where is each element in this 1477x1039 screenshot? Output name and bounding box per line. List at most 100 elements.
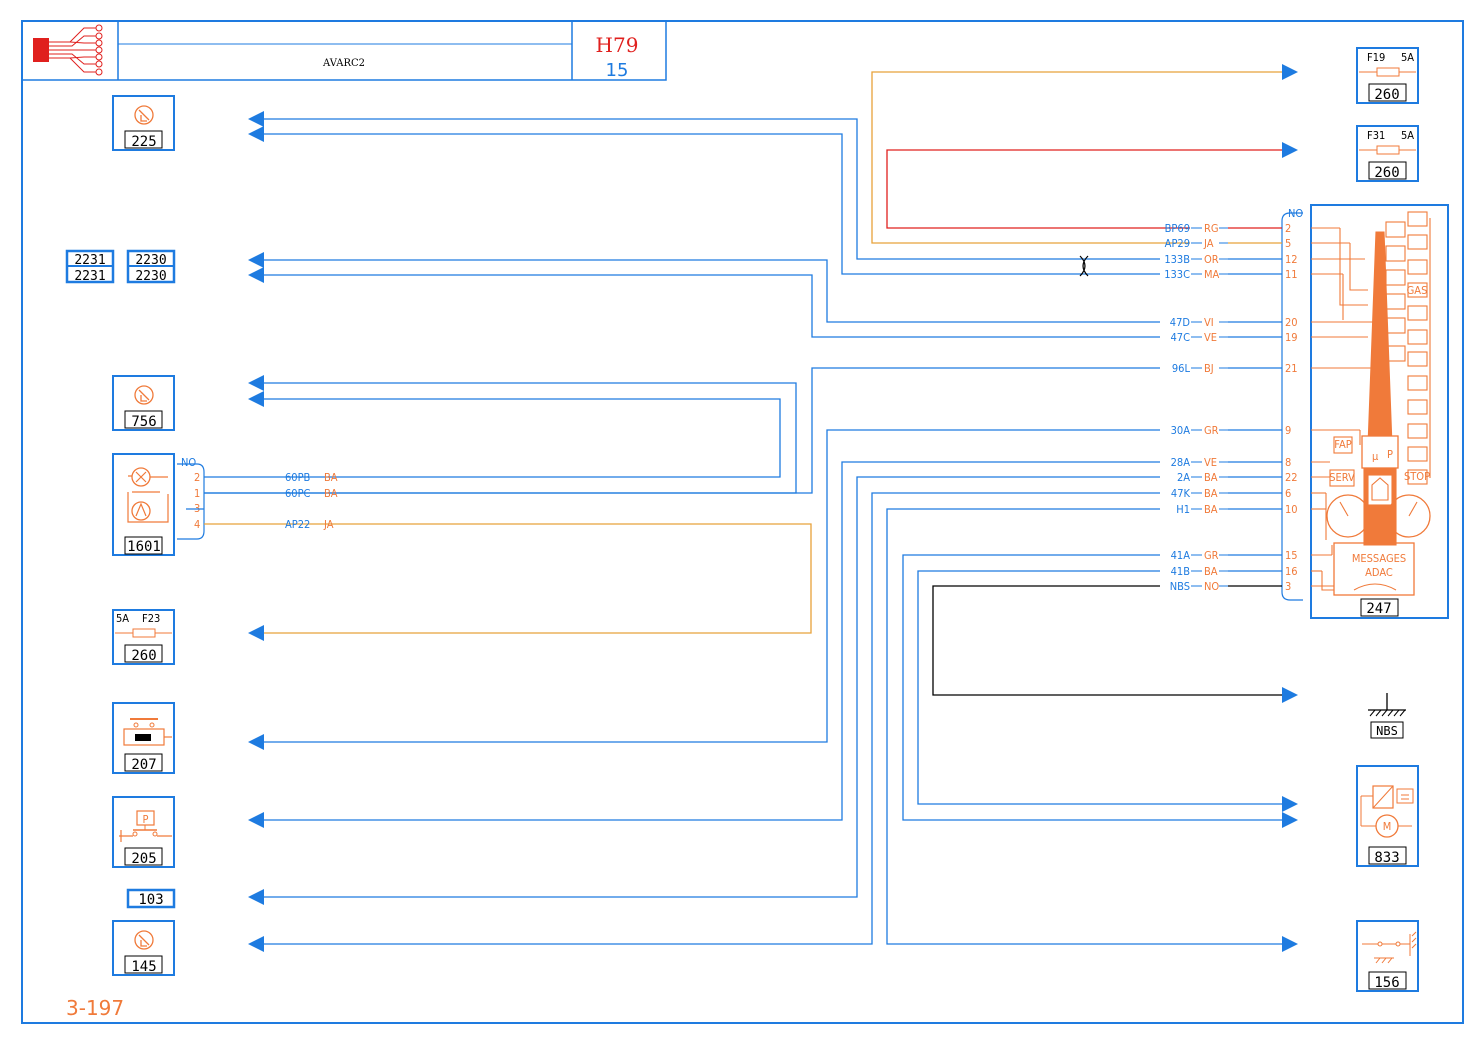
svg-text:ADAC: ADAC (1365, 566, 1393, 579)
wire-133b (264, 118, 1160, 260)
wire-color-label: VI (1204, 316, 1214, 329)
wire-id-label: 47K (1171, 487, 1191, 500)
wire-color-label: RG (1204, 222, 1219, 235)
svg-text:STOP: STOP (1404, 470, 1430, 483)
svg-text:FAP: FAP (1334, 438, 1351, 451)
component-833[interactable]: M 833 (1356, 765, 1419, 867)
component-156[interactable]: 156 (1356, 920, 1419, 992)
pin-label: 9 (1285, 424, 1291, 437)
wire-color-label: VE (1204, 456, 1217, 469)
speed-sensor-icon (134, 105, 154, 125)
svg-text:2231: 2231 (74, 269, 105, 284)
arrow-left-icon (248, 267, 264, 283)
arrow-left-icon (248, 734, 264, 750)
connector-247 (1281, 212, 1303, 601)
arrow-left-icon (248, 936, 264, 952)
svg-text:NO: NO (181, 456, 196, 469)
wire-id-label: 30A (1171, 424, 1191, 437)
component-103[interactable]: 103 (126, 888, 176, 909)
svg-text:225: 225 (131, 134, 156, 150)
svg-text:1: 1 (194, 487, 200, 500)
fuse-icon (1359, 67, 1416, 77)
park-switch-icon: P (119, 810, 172, 842)
wire-47d (264, 259, 1160, 323)
pin-label: 20 (1285, 316, 1298, 329)
svg-text:2230: 2230 (135, 269, 166, 284)
svg-text:F31: F31 (1367, 129, 1385, 142)
component-225[interactable]: 225 (112, 95, 175, 151)
connector-1601 (177, 463, 205, 540)
wire-41a (902, 554, 1282, 821)
diagram-frame (21, 20, 1464, 1024)
arrow-right-icon (1282, 142, 1298, 158)
page-reference: 3-197 (66, 996, 124, 1020)
svg-text:145: 145 (131, 959, 156, 975)
svg-text:756: 756 (131, 414, 156, 430)
component-2230[interactable]: 2230 2230 (126, 249, 176, 284)
arrow-right-icon (1282, 936, 1298, 952)
wire-color-label: OR (1204, 253, 1219, 266)
ground-NBS[interactable]: NBS (1368, 693, 1406, 739)
component-756[interactable]: 756 (112, 375, 175, 431)
component-1601[interactable]: 1601 NO 2 1 3 4 (112, 453, 205, 556)
component-207[interactable]: 207 (112, 702, 175, 774)
wire-color-label: BA (1204, 487, 1218, 500)
fuse-icon (115, 628, 172, 638)
wire-color-label: MA (1204, 268, 1220, 281)
wire-41b (917, 570, 1282, 805)
fuse-F31[interactable]: F31 5A 260 (1356, 125, 1419, 182)
wire-ap29 (871, 71, 1282, 244)
svg-text:GAS: GAS (1407, 284, 1428, 297)
wire-id-label: AP29 (1165, 237, 1190, 250)
svg-text:2230: 2230 (135, 253, 166, 268)
pin-label: 21 (1285, 362, 1298, 375)
svg-text:2: 2 (194, 471, 200, 484)
arrows (248, 64, 1298, 952)
wire-id-label: BP69 (1165, 222, 1190, 235)
wire-30a (264, 429, 1160, 743)
wire-id-label: 2A (1177, 471, 1190, 484)
wire-color-label: GR (1204, 424, 1219, 437)
wire-color-label: VE (1204, 331, 1217, 344)
wire-color-label: BJ (1204, 362, 1214, 375)
wire-color-label: BA (1204, 503, 1218, 516)
instrument-cluster-247[interactable]: μ P GAS STOP (1281, 204, 1449, 619)
arrow-left-icon (248, 375, 264, 391)
sensor-block-icon (127, 467, 169, 523)
fuse-F19[interactable]: F19 5A 260 (1356, 47, 1419, 104)
svg-text:833: 833 (1374, 850, 1399, 866)
speed-sensor-icon (134, 930, 154, 950)
cluster-internals: μ P GAS STOP (1311, 211, 1431, 596)
wire-color-label: BA (1204, 565, 1218, 578)
pin-label: 12 (1285, 253, 1298, 266)
speed-sensor-icon (134, 385, 154, 405)
wire-id-label: 41B (1171, 565, 1191, 578)
svg-text:103: 103 (138, 892, 163, 908)
component-205[interactable]: P 205 (112, 796, 175, 868)
arrow-left-icon (248, 812, 264, 828)
wire-id-label: 41A (1171, 549, 1191, 562)
wire-id-label: NBS (1170, 580, 1190, 593)
svg-text:P: P (143, 813, 149, 826)
component-145[interactable]: 145 (112, 920, 175, 976)
wire-47k (264, 492, 1160, 945)
arrow-right-icon (1282, 64, 1298, 80)
arrow-right-icon (1282, 812, 1298, 828)
pin-label: 11 (1285, 268, 1298, 281)
title-block: AVARC2 H79 15 (21, 20, 667, 81)
svg-text:F19: F19 (1367, 51, 1385, 64)
svg-text:μ: μ (1372, 450, 1379, 463)
pin-label: 8 (1285, 456, 1291, 469)
wire-color-label: JA (1203, 237, 1214, 250)
connector-logo-icon (33, 24, 103, 76)
wire-28a (264, 461, 1160, 821)
pin-label: 3 (1285, 580, 1291, 593)
wire-nbs (932, 585, 1282, 696)
fuse-F23[interactable]: 5A F23 260 (112, 609, 175, 665)
svg-text:156: 156 (1374, 975, 1399, 991)
wire-id-label: 28A (1171, 456, 1191, 469)
wire-133c (264, 133, 1160, 275)
arrow-left-icon (248, 889, 264, 905)
component-2231[interactable]: 2231 2231 (65, 249, 115, 284)
wire-id-label: 60PC (285, 487, 311, 500)
